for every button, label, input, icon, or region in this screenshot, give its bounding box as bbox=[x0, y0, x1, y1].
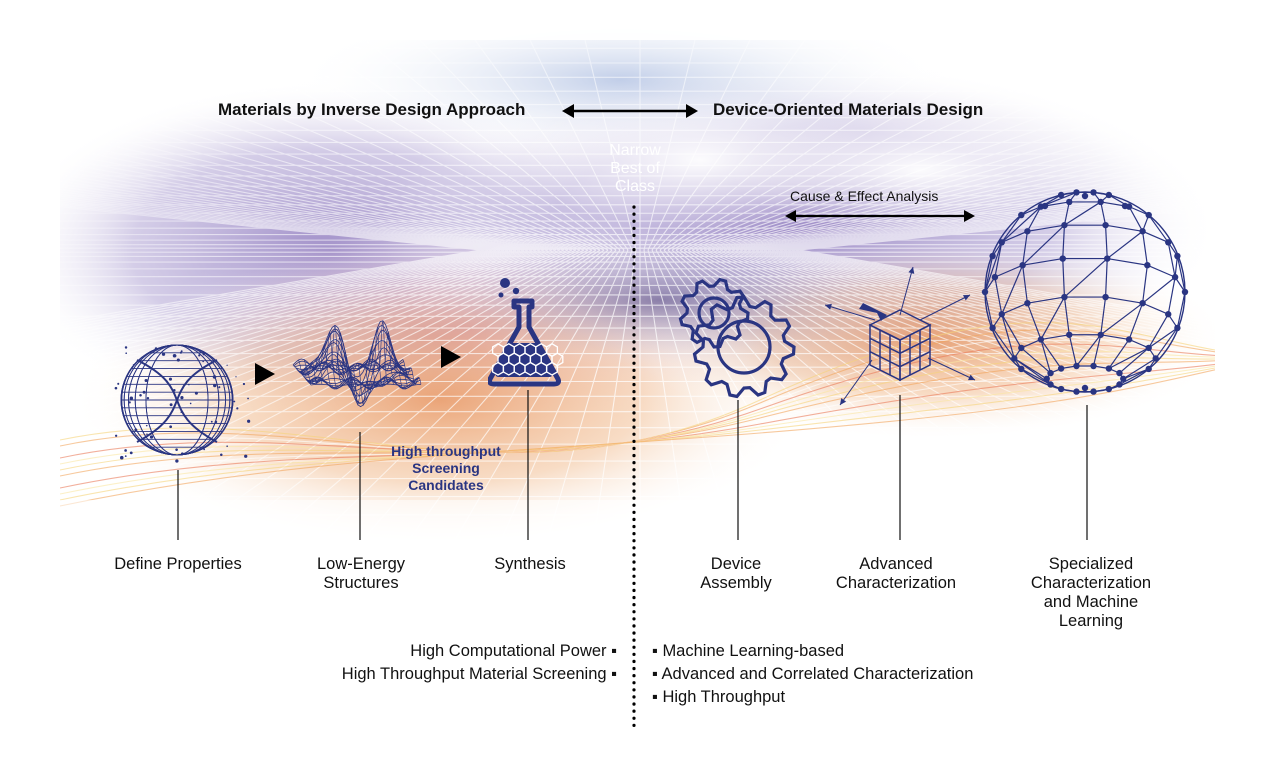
left-approach-title: Materials by Inverse Design Approach bbox=[218, 100, 526, 119]
right-approach-title: Device-Oriented Materials Design bbox=[713, 100, 984, 119]
narrow-line-2: Best of bbox=[610, 160, 660, 177]
left-bullet-item: High Computational Power ▪ bbox=[410, 642, 617, 660]
right-bullet-item: ▪ High Throughput bbox=[652, 688, 786, 706]
cause-effect-label: Cause & Effect Analysis bbox=[790, 188, 939, 204]
narrow-line-3: Class bbox=[614, 178, 655, 195]
narrow-line-1: Narrow bbox=[609, 142, 661, 159]
double-arrow-header bbox=[562, 104, 698, 118]
wireframe-sphere-icon bbox=[114, 344, 251, 463]
screening-line-2: Screening bbox=[412, 460, 480, 476]
stage-label-synthesis: Synthesis bbox=[494, 555, 566, 573]
right-bullet-item: ▪ Advanced and Correlated Characterizati… bbox=[652, 665, 974, 683]
screening-line-1: High throughput bbox=[391, 443, 501, 459]
gears-icon bbox=[678, 277, 796, 399]
left-bullet-item: High Throughput Material Screening ▪ bbox=[341, 665, 617, 683]
energy-surface-icon bbox=[292, 320, 422, 408]
screening-candidates-note: High throughput Screening Candidates bbox=[366, 443, 526, 494]
right-bullet-list: ▪ Machine Learning-based ▪ Advanced and … bbox=[652, 640, 973, 709]
crystal-cube-icon bbox=[825, 266, 976, 406]
dotted-divider bbox=[632, 205, 636, 732]
flask-icon bbox=[488, 278, 564, 387]
play-arrow-icon-2 bbox=[441, 346, 461, 368]
left-bullet-list: High Computational Power ▪ High Throughp… bbox=[342, 640, 617, 686]
right-bullet-item: ▪ Machine Learning-based bbox=[652, 642, 845, 660]
screening-line-3: Candidates bbox=[408, 477, 484, 493]
cause-effect-double-arrow bbox=[785, 210, 975, 222]
network-sphere-icon bbox=[981, 189, 1189, 395]
play-arrow-icon-1 bbox=[255, 363, 275, 385]
stage-label-define-properties: Define Properties bbox=[114, 555, 242, 573]
narrow-best-of-class-label: Narrow Best of Class bbox=[590, 142, 680, 196]
